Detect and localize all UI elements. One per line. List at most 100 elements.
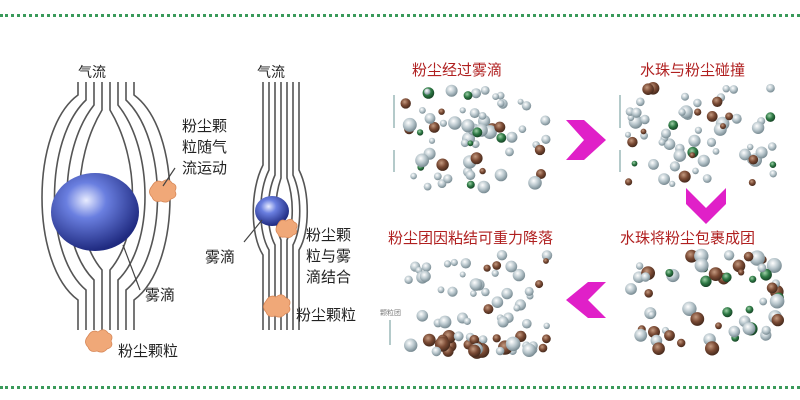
side-markers: [389, 95, 621, 345]
water-bead: [469, 278, 483, 291]
water-bead: [742, 322, 756, 335]
water-bead: [693, 98, 702, 108]
dust-particle: [631, 160, 638, 167]
water-bead: [463, 317, 471, 325]
water-bead: [706, 137, 717, 147]
water-bead: [681, 92, 689, 101]
water-bead: [419, 270, 431, 282]
water-bead: [761, 325, 771, 335]
water-bead: [445, 84, 458, 97]
water-bead: [428, 137, 436, 144]
dust-particle: [743, 251, 754, 262]
dust-follows-airflow-line-1: 粉尘颗: [182, 117, 227, 135]
water-bead: [478, 112, 487, 120]
dust-particle: [725, 112, 733, 121]
water-bead: [402, 117, 417, 132]
water-bead: [491, 296, 504, 309]
bottom-dotted-border: [0, 386, 800, 389]
dust-particle: [694, 108, 702, 116]
water-bead: [767, 142, 777, 151]
water-bead: [635, 262, 644, 270]
dust-particle: [483, 264, 491, 272]
dust-particle: [438, 108, 445, 115]
dust-particle: [652, 342, 665, 356]
water-bead: [447, 286, 458, 297]
water-bead: [492, 93, 499, 100]
water-bead: [647, 311, 656, 319]
dust-particle: [536, 169, 546, 179]
water-bead: [459, 107, 466, 114]
water-bead: [443, 174, 453, 184]
dust-particle: [472, 127, 483, 138]
water-bead: [673, 149, 687, 162]
dust-particle: [720, 123, 726, 130]
side-label-particle-clump: 颗粒团: [380, 308, 401, 317]
water-bead: [410, 172, 417, 180]
dust-particle-label: 粉尘颗粒: [296, 306, 356, 324]
dust-combines-droplet-line-3: 滴结合: [306, 268, 351, 286]
airflow-diagram-small: 气流 雾滴 粉尘颗 粒与雾 滴结合 粉尘颗粒: [205, 65, 356, 330]
water-bead: [682, 301, 697, 316]
settled-dust-clump: [478, 335, 488, 344]
settled-dust-clump: [468, 344, 481, 358]
water-bead: [678, 108, 686, 116]
water-bead: [634, 328, 648, 342]
settled-dust-clump: [453, 331, 464, 342]
dust-combines-droplet-line-2: 粒与雾: [306, 247, 351, 265]
arrow-down-icon: [686, 188, 726, 224]
arrow-right-icon: [566, 120, 606, 160]
water-bead: [433, 172, 442, 181]
water-bead: [512, 268, 526, 282]
dust-particle: [627, 136, 638, 148]
dust-particle: [715, 322, 722, 330]
dust-particle: [705, 341, 720, 356]
dust-particle: [483, 304, 494, 315]
dust-particle: [463, 91, 473, 100]
water-bead: [747, 143, 754, 151]
water-bead: [766, 258, 782, 273]
dust-particle-icon: [263, 294, 291, 318]
water-bead: [769, 293, 785, 309]
water-droplet-large: [51, 173, 139, 251]
dust-particle: [771, 313, 784, 327]
dust-particle: [737, 269, 745, 276]
water-bead: [494, 168, 508, 182]
water-bead: [640, 114, 650, 125]
dust-particle: [642, 83, 654, 95]
water-bead: [423, 182, 432, 191]
water-bead: [759, 297, 768, 306]
dust-particle: [644, 289, 653, 298]
water-bead: [540, 115, 551, 126]
water-bead: [416, 310, 429, 322]
water-bead: [524, 286, 534, 296]
dust-particle-icon: [275, 218, 298, 239]
dust-particle: [543, 258, 549, 264]
water-bead: [491, 269, 499, 277]
water-bead: [731, 113, 742, 124]
water-bead: [459, 271, 466, 278]
dust-particle: [689, 152, 696, 159]
dust-particle: [745, 305, 754, 314]
water-bead: [751, 121, 765, 134]
airflow-diagram-large: 气流 粉尘颗 粒随气 流运动 雾滴 粉尘颗粒: [41, 65, 227, 360]
dust-particle: [492, 261, 502, 270]
dust-follows-airflow-line-2: 粒随气: [182, 138, 227, 156]
particle-field: [400, 82, 785, 359]
dust-particle: [677, 338, 686, 348]
dust-particle: [748, 154, 759, 165]
settled-dust-clump: [492, 334, 501, 343]
dust-follows-airflow-line-3: 流运动: [182, 159, 227, 177]
water-bead: [480, 86, 490, 95]
water-bead: [521, 101, 532, 111]
dust-particle: [494, 121, 506, 133]
dust-particle: [400, 98, 411, 109]
water-bead: [470, 290, 477, 297]
water-bead: [461, 119, 475, 133]
water-bead: [729, 85, 738, 94]
water-droplet-small: [255, 196, 289, 226]
water-bead: [757, 263, 767, 273]
water-bead: [658, 173, 670, 186]
water-bead: [505, 147, 514, 157]
dust-particle: [466, 180, 475, 189]
dust-particle: [428, 122, 440, 133]
